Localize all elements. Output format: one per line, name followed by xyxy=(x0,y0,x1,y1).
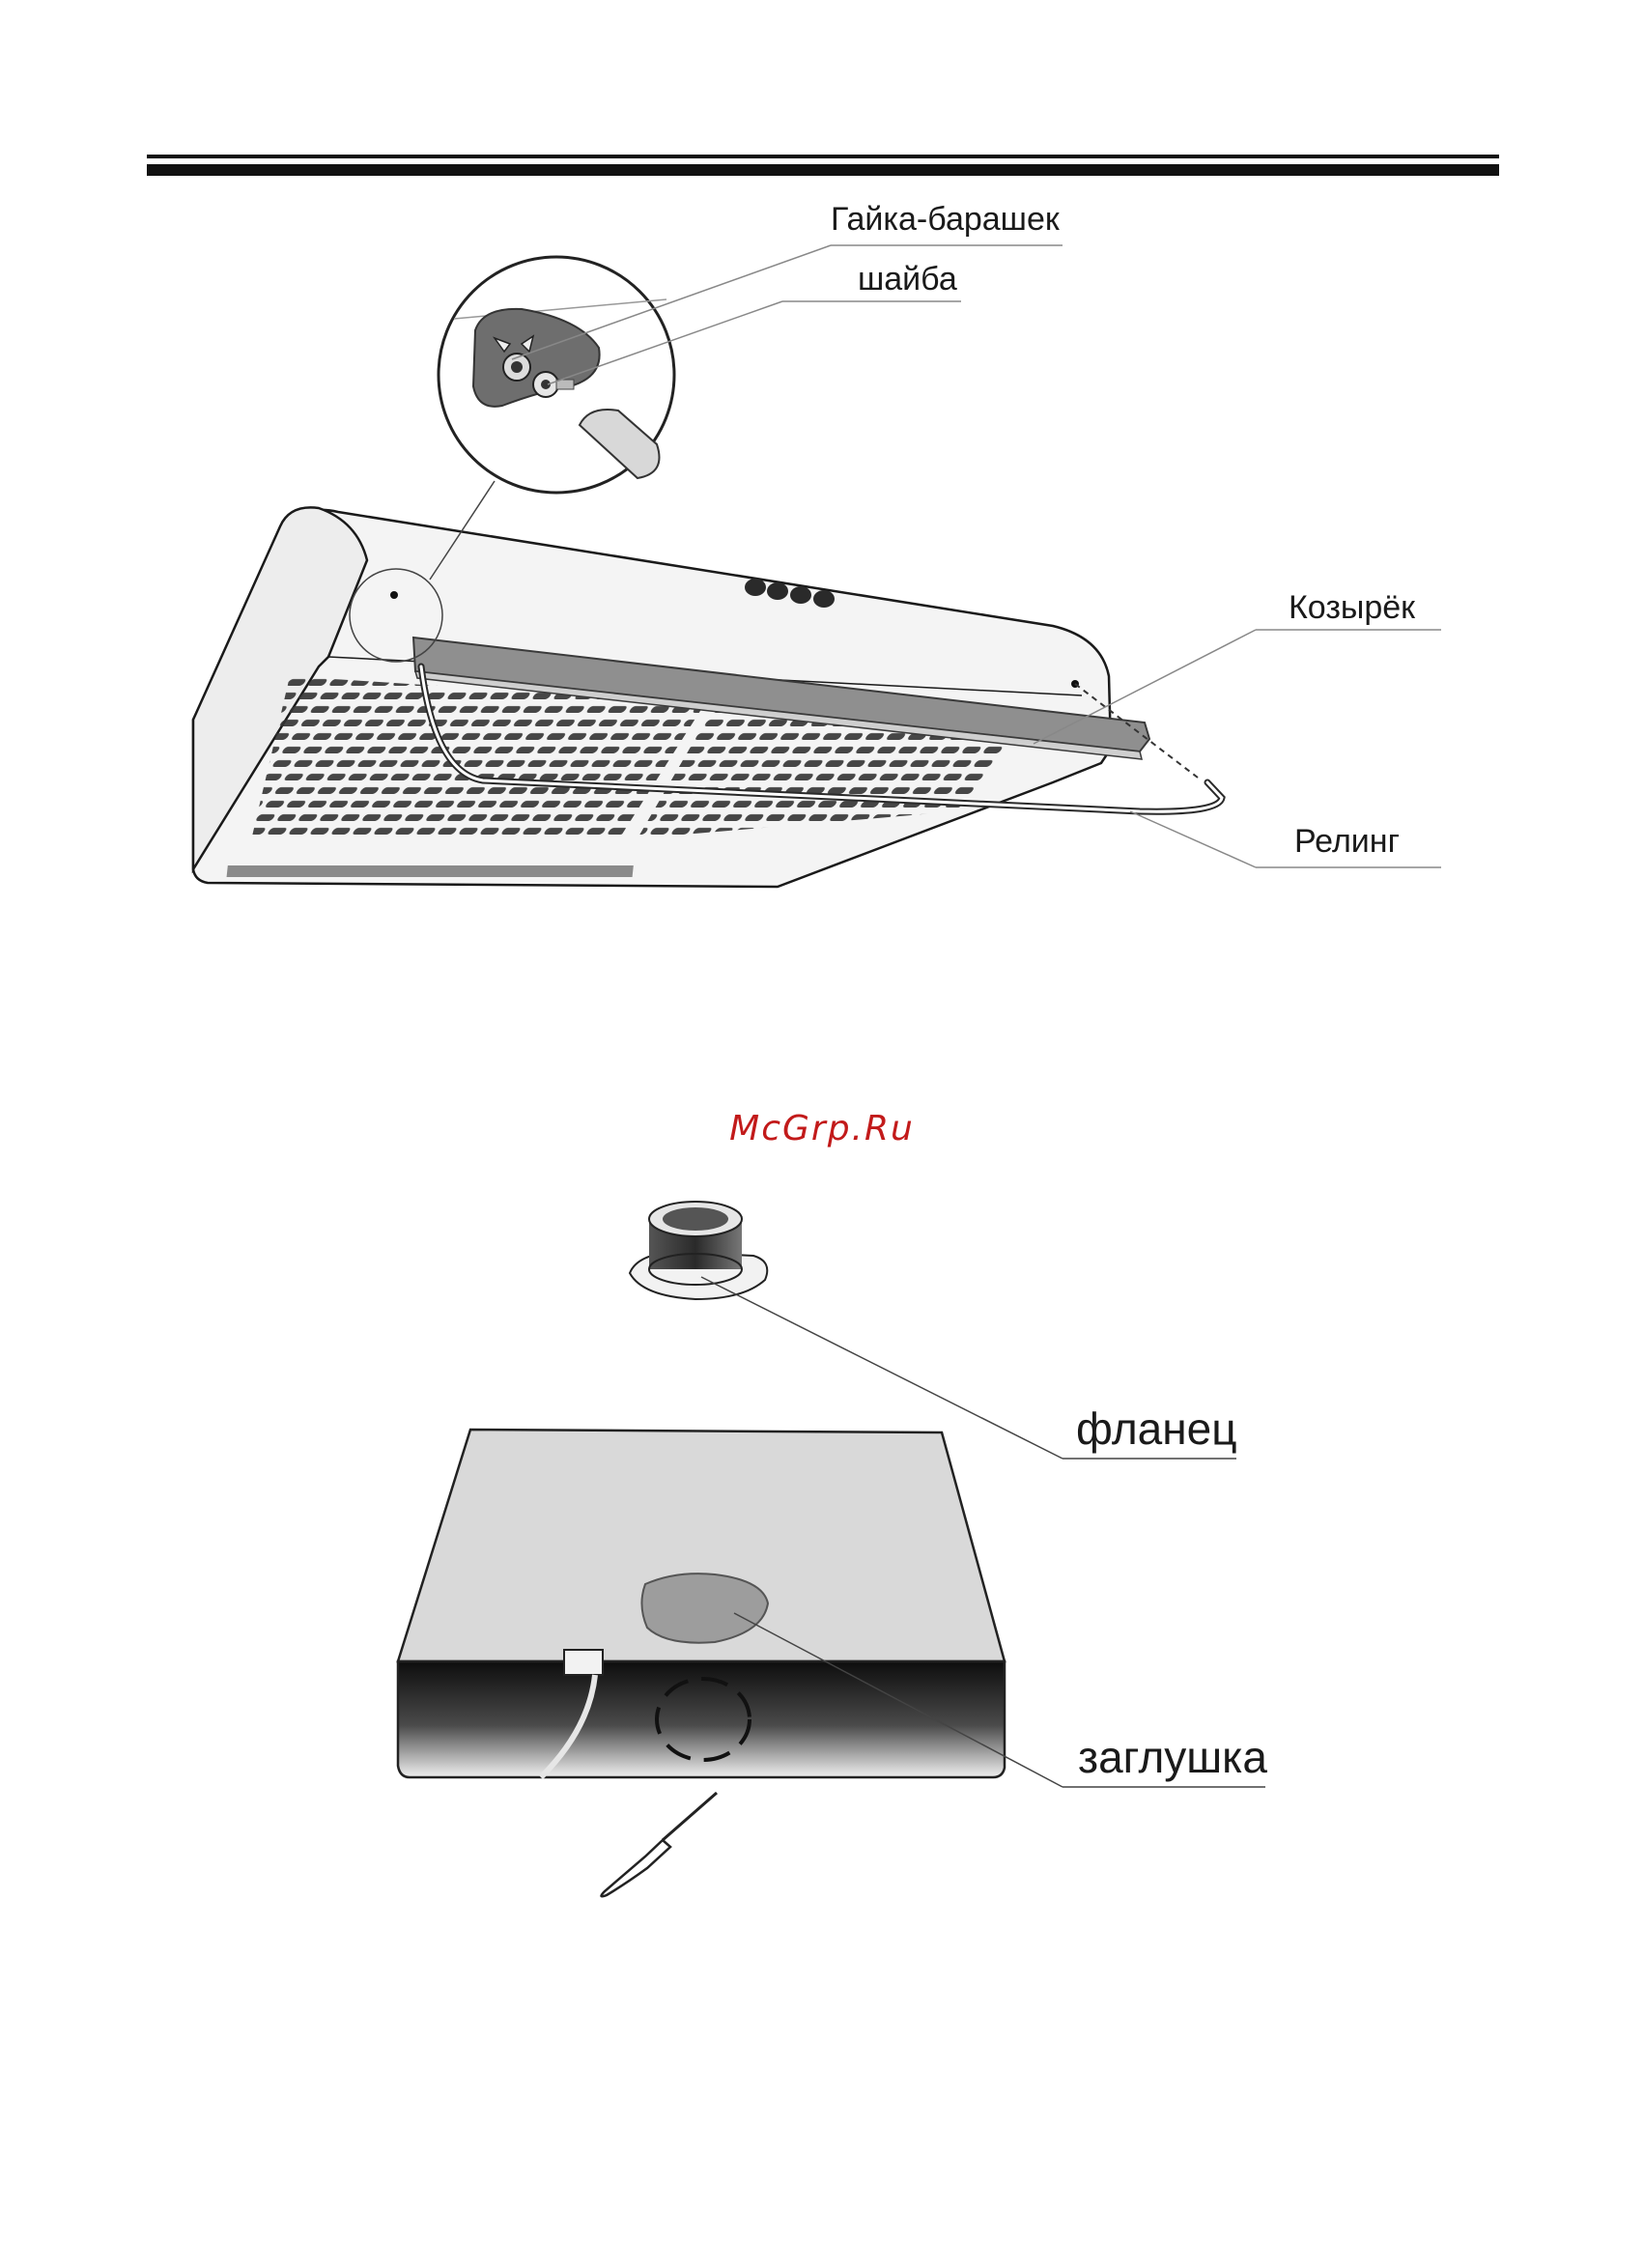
label-flange: фланец xyxy=(1076,1403,1237,1455)
label-plug: заглушка xyxy=(1078,1731,1267,1783)
hood-box xyxy=(398,1430,1005,1777)
flange xyxy=(630,1202,767,1299)
connector xyxy=(564,1650,603,1675)
hood-box-front xyxy=(398,1661,1005,1777)
screwdriver-icon xyxy=(601,1793,717,1896)
